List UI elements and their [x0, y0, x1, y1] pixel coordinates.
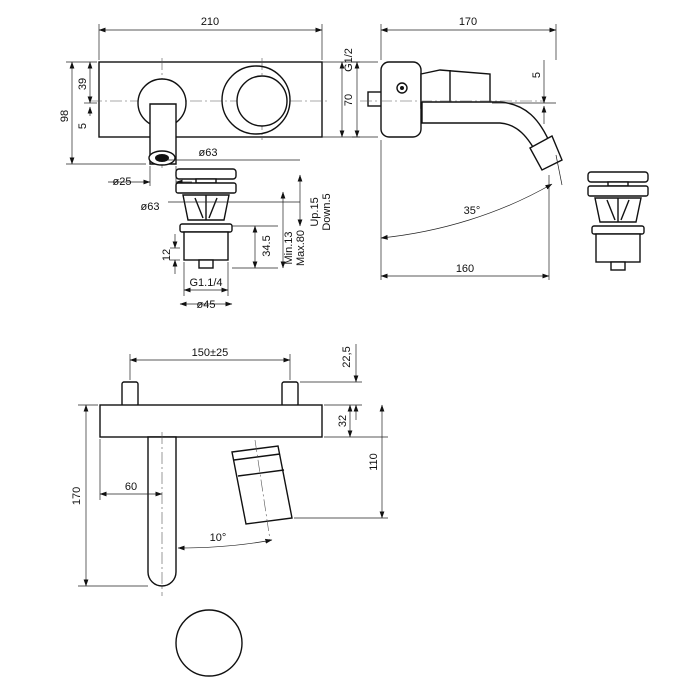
front-wall-plate — [98, 61, 323, 138]
dim-side-angle: 35° — [464, 205, 481, 217]
side-waste-valve — [587, 171, 649, 271]
dim-outlet-diameter: ø25 — [113, 176, 132, 188]
dim-waste-min: Min.13 — [283, 231, 295, 264]
waste-body — [183, 231, 229, 261]
dim-arc-10 — [177, 538, 273, 551]
dim-side-height: 70 — [343, 94, 355, 106]
dim-spout-vertical: 39 — [77, 78, 89, 90]
waste-tail — [198, 259, 214, 269]
waste-valve-view: ø63 ø63 12 34.5 Min.13 Max.80 Up.15 Down… — [141, 147, 333, 311]
waste-cap-top — [175, 168, 237, 180]
dim-top-pin: 22,5 — [341, 346, 353, 367]
side-view: 170 70 5 35° 160 — [343, 16, 649, 280]
aerator — [155, 154, 169, 162]
dim-waste-up: Up.15 — [309, 197, 321, 226]
dim-waste-34-5: 34.5 — [261, 235, 273, 256]
dim-top-total-170: 170 — [71, 487, 83, 505]
top-inlet-pin-left — [121, 381, 139, 407]
dim-waste-thread: G1.1/4 — [189, 277, 222, 289]
side-inlet-stub — [367, 91, 383, 107]
dim-thread-g12: G1/2 — [343, 48, 355, 72]
dim-spout-offset-5: 5 — [77, 123, 89, 129]
dim-front-width: 210 — [201, 16, 219, 28]
dim-front-height: 98 — [59, 110, 71, 122]
dim-waste-12: 12 — [161, 249, 173, 261]
top-spout — [147, 436, 177, 587]
waste-nut — [179, 223, 233, 233]
handle-rosette — [221, 65, 291, 135]
top-view: 150±25 22,5 32 110 170 60 10° — [71, 344, 388, 677]
dim-waste-max: Max.80 — [295, 230, 307, 266]
dim-top-total-110: 110 — [368, 453, 380, 471]
top-inlet-pin-right — [281, 381, 299, 407]
waste-flange — [175, 182, 237, 194]
dim-waste-diameter: ø45 — [197, 299, 216, 311]
side-aerator — [529, 135, 563, 171]
dim-side-depth: 170 — [459, 16, 477, 28]
dim-arc-35 — [380, 183, 553, 240]
front-view: 210 98 39 5 G1/2 ø25 — [59, 16, 360, 188]
dim-side-offset: 5 — [531, 72, 543, 78]
dim-waste-down: Down.5 — [321, 193, 333, 230]
dim-side-projection: 160 — [456, 263, 474, 275]
dim-top-angle: 10° — [210, 532, 227, 544]
dim-flange-diameter-top: ø63 — [199, 147, 218, 159]
dim-top-body: 32 — [337, 415, 349, 427]
top-wall-body — [99, 404, 323, 438]
dim-top-spacing: 150±25 — [192, 347, 229, 359]
handle-end-view — [175, 609, 243, 677]
side-wall-body — [380, 61, 422, 138]
handle-knob — [236, 75, 288, 127]
spout-body — [149, 103, 177, 165]
dim-top-spout: 60 — [125, 481, 137, 493]
side-handle-pin — [396, 82, 408, 94]
dim-flange-diameter-bottom: ø63 — [141, 201, 160, 213]
